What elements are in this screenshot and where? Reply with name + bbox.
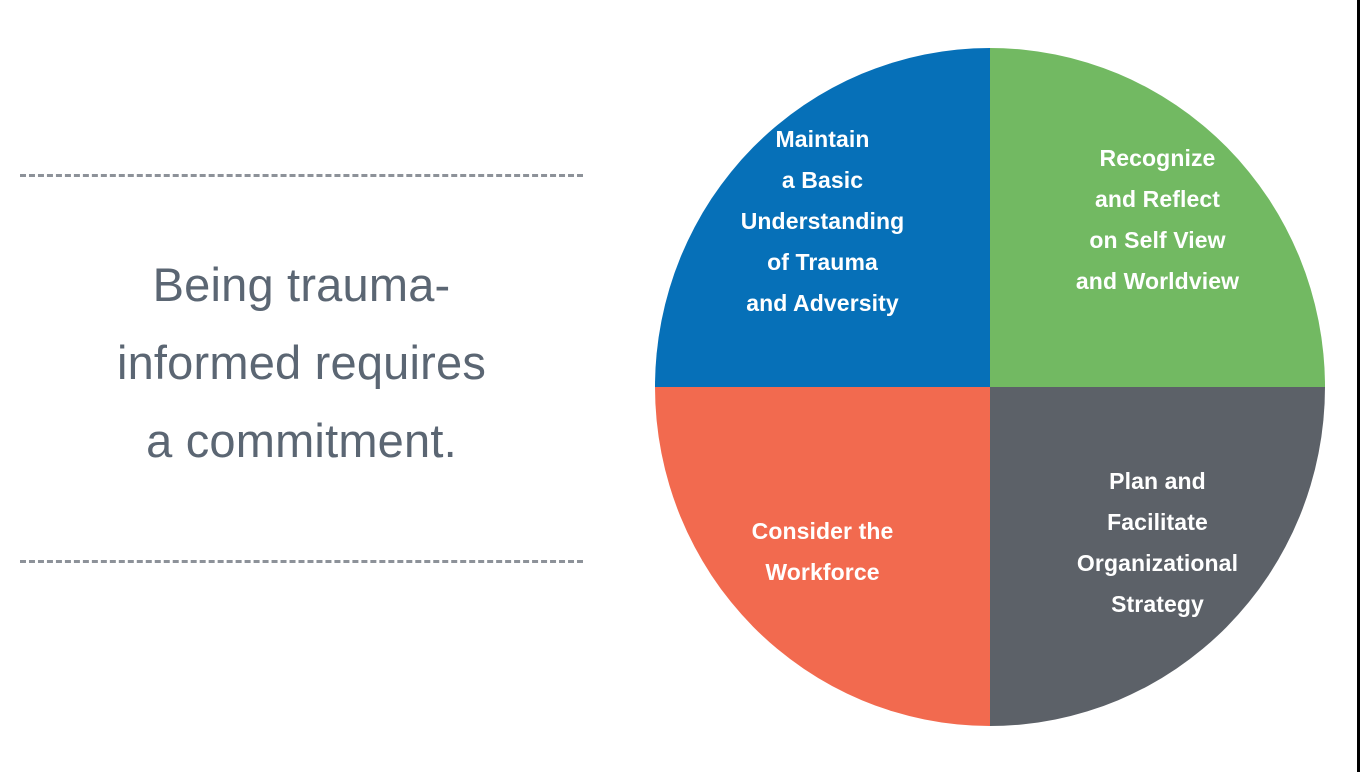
pie-slice-label-recognize-reflect: Recognize and Reflect on Self View and W… <box>1075 144 1240 294</box>
divider-top-dashed <box>20 174 583 177</box>
pie-slice-label-maintain-understanding: Maintain a Basic Understanding of Trauma… <box>740 126 905 316</box>
pie-slice-plan-facilitate-strategy[interactable]: Plan and Facilitate Organizational Strat… <box>990 387 1325 726</box>
statement-text: Being trauma- informed requires a commit… <box>116 258 487 467</box>
statement-panel: Being trauma- informed requires a commit… <box>0 150 620 590</box>
right-edge-rule <box>1357 0 1360 772</box>
pie-slice-maintain-understanding[interactable]: Maintain a Basic Understanding of Trauma… <box>655 48 990 387</box>
pie-slice-label-plan-facilitate-strategy: Plan and Facilitate Organizational Strat… <box>1076 467 1239 617</box>
pie-slice-recognize-reflect[interactable]: Recognize and Reflect on Self View and W… <box>990 48 1325 387</box>
divider-bottom-dashed <box>20 560 583 563</box>
pie-slice-consider-workforce[interactable]: Consider the Workforce <box>655 387 990 726</box>
quadrant-pie-diagram: Maintain a Basic Understanding of Trauma… <box>655 48 1325 726</box>
pie-slice-label-consider-workforce: Consider the Workforce <box>751 517 894 585</box>
